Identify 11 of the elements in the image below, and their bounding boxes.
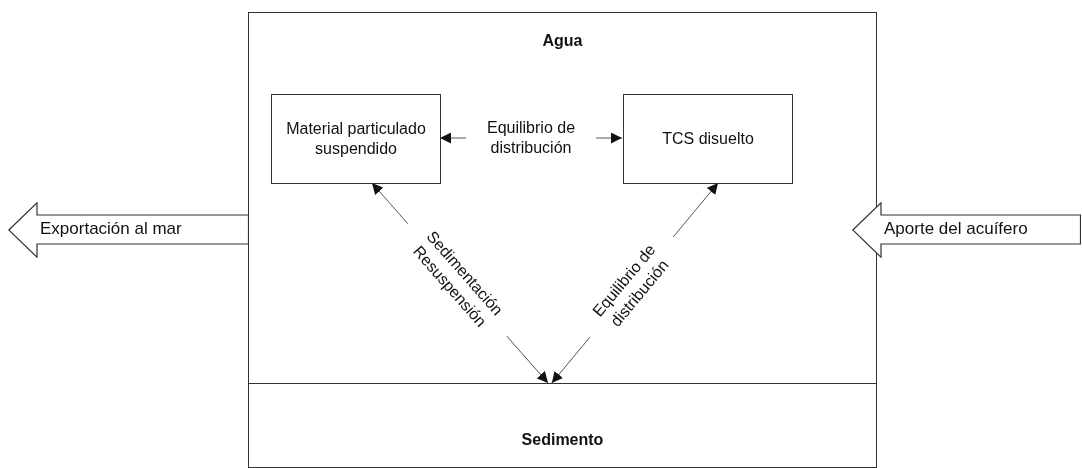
process-box [623,94,793,184]
compartment-title: Agua [541,31,584,51]
compartment-title: Sedimento [520,430,605,450]
box-label: TCS disuelto [661,129,755,149]
box-label: Material particulado suspendido [285,119,427,159]
arrow-label: Aporte del acuífero [884,219,1028,239]
process-box [271,94,441,184]
block-arrow [852,202,1081,258]
block-arrow [8,202,249,258]
arrow-label: Exportación al mar [40,219,182,239]
sediment-compartment [248,383,877,468]
